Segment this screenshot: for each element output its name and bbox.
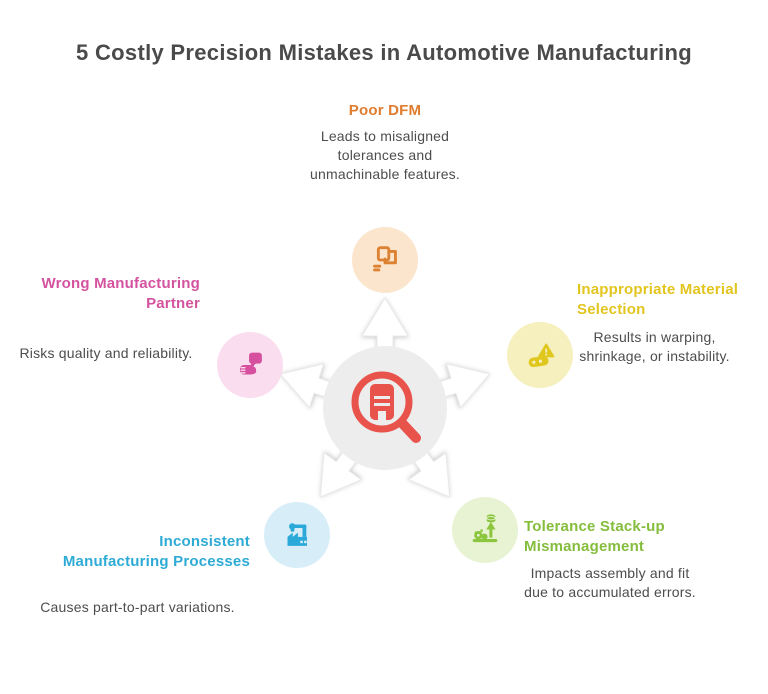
mistake-description: Risks quality and reliability. (19, 345, 193, 361)
mistake-heading: Poor DFM (348, 102, 422, 119)
mistake-group-wrong-partner: Wrong Manufacturing Partner Risks qualit… (12, 274, 200, 363)
mistake-heading: Tolerance Stack-up Mismanagement (524, 518, 665, 555)
material-warning-icon (528, 343, 555, 368)
interlocking-parts-icon (373, 246, 397, 272)
mistake-heading: Inappropriate Material Selection (577, 281, 739, 318)
page-title: 5 Costly Precision Mistakes in Automotiv… (76, 40, 692, 65)
mistake-description: Causes part-to-part variations. (40, 599, 235, 615)
mistake-description: Results in warping, shrinkage, or instab… (579, 329, 730, 365)
process-icon-circle (264, 502, 330, 568)
partner-icon-circle (217, 332, 283, 398)
tolerance-icon-circle (452, 497, 518, 563)
center-hub (235, 258, 535, 558)
mistake-group-material-selection: Inappropriate Material Selection Results… (577, 280, 767, 367)
factory-robot-arm-icon (287, 523, 307, 546)
mistake-group-inconsistent-processes: Inconsistent Manufacturing Processes Cau… (25, 532, 250, 617)
mistake-description: Leads to misaligned tolerances and unmac… (310, 127, 460, 183)
mistake-heading: Wrong Manufacturing Partner (41, 275, 200, 312)
stack-up-arrow-icon (472, 514, 498, 543)
partner-hand-bubble-icon (240, 352, 262, 375)
material-icon-circle (507, 322, 573, 388)
magnifier-factory-icon (351, 371, 421, 443)
hub-graphic (279, 297, 491, 498)
mistake-description: Impacts assembly and fit due to accumula… (524, 565, 696, 601)
mistake-group-poor-dfm: Poor DFM Leads to misaligned tolerances … (295, 101, 475, 184)
mistake-group-tolerance-stackup: Tolerance Stack-up Mismanagement Impacts… (524, 517, 704, 603)
poor-dfm-icon-circle (352, 227, 418, 293)
mistake-heading: Inconsistent Manufacturing Processes (62, 533, 250, 570)
